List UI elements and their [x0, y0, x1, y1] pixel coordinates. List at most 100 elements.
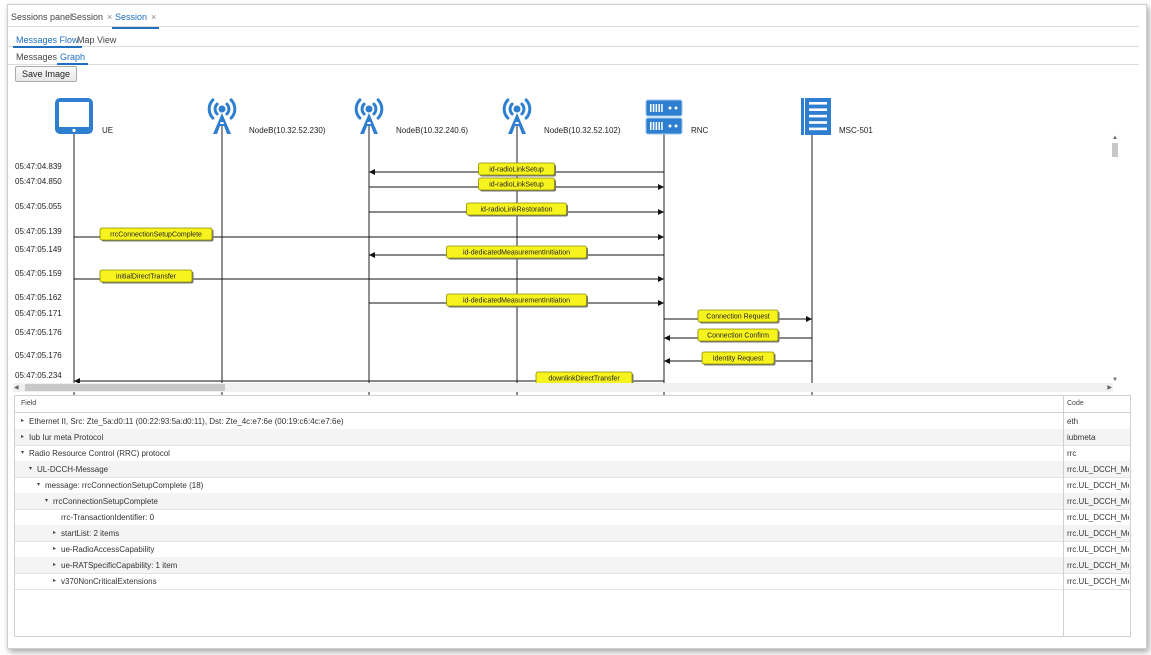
antenna-mast [213, 113, 231, 134]
tree-code: rrc.UL_DCCH_Message [1067, 465, 1129, 474]
scrollbar-thumb[interactable] [1112, 143, 1118, 157]
message-label[interactable]: downlinkDirectTransfer [548, 376, 620, 383]
close-icon[interactable]: × [151, 12, 157, 22]
server-slot [650, 104, 652, 112]
caret-right-icon[interactable]: ▸ [53, 578, 57, 584]
message-label[interactable]: id-dedicatedMeasurementInitiation [463, 298, 570, 305]
entity-label: RNC [691, 126, 709, 135]
column-header-field[interactable]: Field [21, 400, 37, 407]
message-timestamp: 05:47:04.850 [15, 177, 62, 186]
tree-row[interactable]: ▸v370NonCriticalExtensionsrrc.UL_DCCH_Me… [15, 573, 1130, 590]
tree-row[interactable]: ▾message: rrcConnectionSetupComplete (18… [15, 477, 1130, 494]
tree-row[interactable]: ▸ Ethernet II, Src: Zte_5a:d0:11 (00:22:9… [15, 413, 1130, 430]
phone-screen [59, 102, 89, 127]
column-divider[interactable] [1063, 396, 1064, 636]
message-label[interactable]: rrcConnectionSetupComplete [110, 232, 202, 239]
save-image-button[interactable]: Save Image [15, 66, 78, 82]
message-label-box[interactable] [466, 202, 567, 216]
signal-wave [520, 102, 526, 116]
server-led [668, 106, 672, 110]
caret-right-icon[interactable]: ▸ [21, 434, 25, 440]
caret-right-icon[interactable]: ▸ [53, 562, 57, 568]
caret-right-icon[interactable]: ▸ [53, 546, 57, 552]
message-label-box[interactable] [99, 269, 193, 283]
antenna-head [218, 105, 226, 113]
message-timestamp: 05:47:05.149 [15, 245, 62, 254]
message-label-box[interactable] [446, 245, 587, 259]
column-header-code[interactable]: Code [1067, 400, 1084, 407]
tree-code: rrc.UL_DCCH_Message [1067, 497, 1129, 506]
app-window: Sessions panel Session× Session× Message… [7, 4, 1147, 649]
server-slot [650, 122, 652, 130]
server-slot [655, 122, 658, 130]
caret-down-icon[interactable]: ▾ [37, 482, 41, 488]
message-label-box[interactable] [99, 227, 213, 241]
view-tab-bar: Messages Flow Map View [8, 29, 1139, 48]
tree-field: Iub Iur meta Protocol [29, 433, 104, 442]
message-label-box[interactable] [701, 351, 775, 365]
rack-slot [809, 108, 827, 111]
caret-down-icon[interactable]: ▾ [45, 498, 49, 504]
message-label[interactable]: Connection Confirm [707, 333, 769, 340]
server-slot [655, 104, 658, 112]
signal-wave [502, 98, 510, 120]
tree-row[interactable]: ▸ue-RadioAccessCapabilityrrc.UL_DCCH_Mes… [15, 541, 1130, 558]
tab-session-2[interactable]: Session× [111, 12, 160, 29]
message-label[interactable]: id-dedicatedMeasurementInitiation [463, 250, 570, 257]
message-label[interactable]: Connection Request [706, 314, 769, 321]
tab-messages-flow[interactable]: Messages Flow [13, 35, 82, 48]
message-label-box[interactable] [697, 309, 779, 323]
phone-button [72, 128, 76, 133]
server-slot [661, 104, 663, 112]
message-label[interactable]: Identity Request [713, 356, 764, 363]
tree-code: rrc.UL_DCCH_Message [1067, 545, 1129, 554]
tab-graph[interactable]: Graph [56, 52, 89, 65]
signal-wave [360, 102, 366, 116]
tree-code: rrc [1067, 449, 1077, 458]
caret-down-icon[interactable]: ▾ [29, 466, 33, 472]
message-timestamp: 05:47:05.176 [15, 328, 62, 337]
server-led [674, 124, 678, 128]
signal-wave [376, 98, 384, 120]
graph-horizontal-scrollbar[interactable]: ◀ ▶ [13, 383, 1113, 392]
message-label-box[interactable] [697, 328, 779, 342]
caret-right-icon[interactable]: ▸ [21, 418, 25, 424]
message-label[interactable]: id-radioLinkRestoration [481, 207, 553, 214]
tab-label: Sessions panel [11, 12, 73, 22]
caret-down-icon[interactable]: ▾ [21, 450, 25, 456]
message-label[interactable]: id-radioLinkSetup [489, 167, 544, 174]
tab-map-view[interactable]: Map View [77, 35, 117, 45]
scrollbar-thumb[interactable] [25, 384, 225, 391]
message-label[interactable]: initialDirectTransfer [116, 274, 177, 281]
message-label[interactable]: id-radioLinkSetup [489, 182, 544, 189]
rack-slot [809, 127, 827, 131]
message-label-box[interactable] [478, 162, 555, 176]
server-led [668, 124, 672, 128]
tree-field: Ethernet II, Src: Zte_5a:d0:11 (00:22:93… [29, 417, 344, 426]
rack-rail [801, 98, 804, 135]
caret-right-icon[interactable]: ▸ [53, 530, 57, 536]
message-label-box[interactable] [478, 177, 555, 191]
server-icon [645, 99, 683, 135]
tab-sessions-panel[interactable]: Sessions panel [11, 12, 72, 22]
tab-session-1[interactable]: Session× [71, 12, 112, 22]
message-timestamp: 05:47:05.055 [15, 202, 62, 211]
message-label-box[interactable] [446, 293, 587, 307]
antenna-mast [360, 113, 378, 134]
server-slot [658, 104, 660, 112]
close-icon[interactable]: × [107, 12, 113, 22]
graph-vertical-scrollbar[interactable]: ▲ ▼ [1112, 135, 1118, 383]
signal-wave [508, 102, 514, 116]
tab-messages[interactable]: Messages [16, 52, 58, 62]
antenna-head [365, 105, 373, 113]
tree-code: rrc.UL_DCCH_Message [1067, 577, 1129, 586]
server-slot [652, 104, 655, 112]
packet-detail-tree: Field Code ▸ Ethernet II, Src: Zte_5a:d0:… [14, 395, 1131, 637]
